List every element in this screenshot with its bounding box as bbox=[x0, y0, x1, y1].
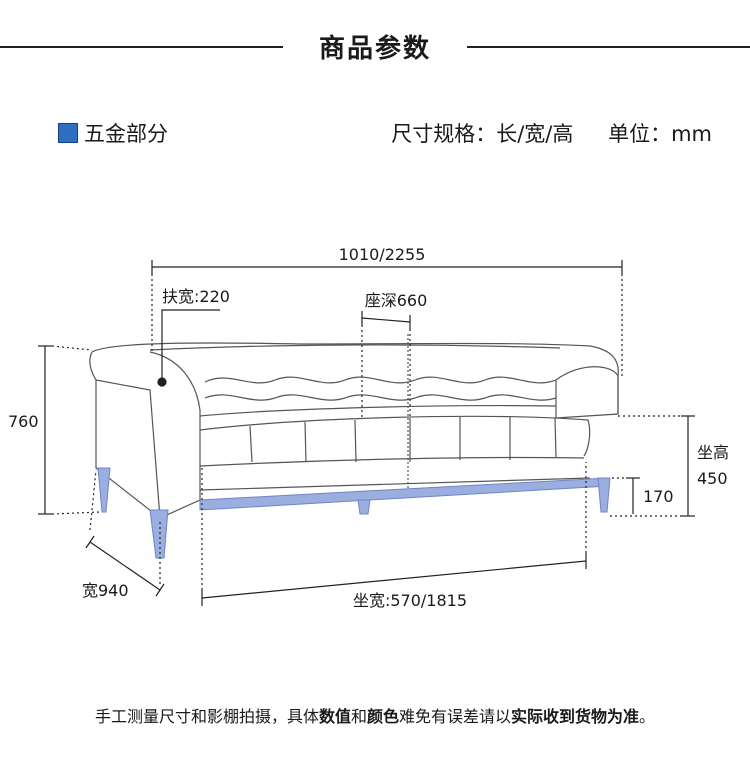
note-part3: 难免有误差请以 bbox=[399, 707, 512, 726]
note-part4: 。 bbox=[639, 707, 656, 726]
section-heading: 五金部分 bbox=[58, 118, 168, 148]
sofa-illustration bbox=[89, 334, 619, 519]
seat-height-value: 450 bbox=[697, 469, 728, 488]
section-square-icon bbox=[58, 123, 78, 143]
section-label: 五金部分 bbox=[84, 122, 168, 146]
header-rule-right bbox=[467, 46, 750, 48]
measurement-note: 手工测量尺寸和影棚拍摄，具体数值和颜色难免有误差请以实际收到货物为准。 bbox=[0, 703, 750, 727]
sofa-legs bbox=[97, 467, 611, 559]
leg-height-label: 170 bbox=[643, 487, 674, 506]
leg-front-right bbox=[597, 477, 611, 513]
seat-height-caption: 坐高 bbox=[697, 443, 729, 462]
depth-label: 宽940 bbox=[82, 581, 129, 600]
note-bold1: 数值 bbox=[318, 707, 351, 726]
spec-line: 尺寸规格：长/宽/高 单位：mm bbox=[391, 118, 712, 148]
base-rail bbox=[199, 477, 609, 511]
note-part1: 手工测量尺寸和影棚拍摄，具体 bbox=[94, 707, 319, 726]
note-part2: 和 bbox=[350, 707, 367, 726]
armrest-width-label: 扶宽:220 bbox=[162, 287, 230, 306]
page-title: 商品参数 bbox=[318, 34, 431, 64]
spec-text: 尺寸规格：长/宽/高 bbox=[391, 122, 574, 146]
header-rule-left bbox=[0, 46, 283, 48]
note-bold3: 实际收到货物为准 bbox=[511, 707, 640, 726]
dimension-lines bbox=[38, 260, 695, 606]
leg-middle bbox=[357, 499, 371, 515]
note-bold2: 颜色 bbox=[366, 707, 399, 726]
unit-text: 单位：mm bbox=[608, 122, 712, 146]
seat-width-label: 坐宽:570/1815 bbox=[353, 591, 467, 610]
height-label: 760 bbox=[8, 412, 39, 431]
length-label: 1010/2255 bbox=[339, 245, 426, 264]
sofa-dimension-drawing: 1010/2255 扶宽:220 座深660 760 坐高 450 170 宽9… bbox=[8, 245, 729, 610]
seat-depth-label: 座深660 bbox=[365, 291, 428, 310]
leg-front-left bbox=[149, 509, 169, 559]
leg-back-left bbox=[97, 467, 111, 513]
